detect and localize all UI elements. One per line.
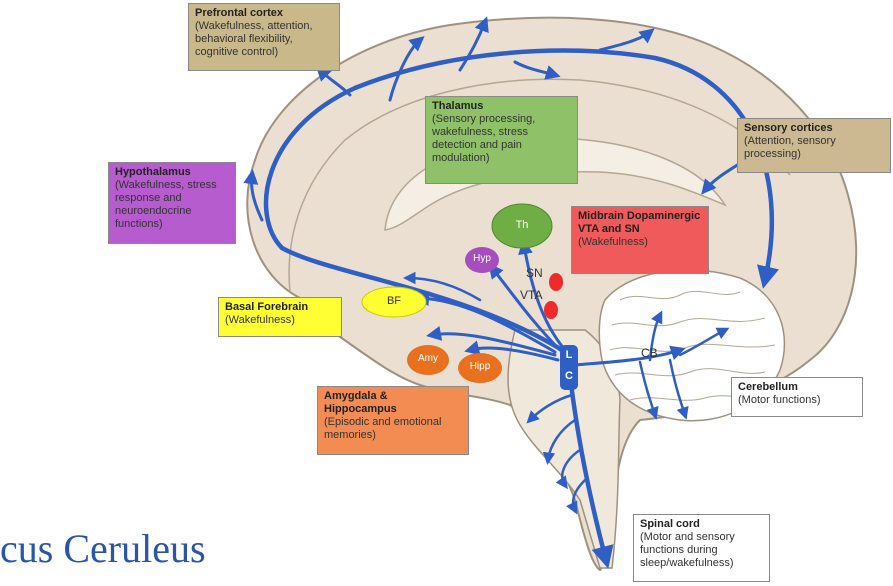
bf-label: BF <box>386 295 402 307</box>
pathway-top-branch <box>598 28 655 52</box>
brain-inner-contour <box>288 78 791 293</box>
pathway-frontal-descend <box>243 169 264 222</box>
basal-forebrain-title: Basal Forebrain <box>225 301 309 313</box>
sensory-title: Sensory cortices <box>744 122 833 134</box>
prefrontal-desc: (Wakefulness, attention, behavioral flex… <box>195 20 313 58</box>
amygdala-desc: (Episodic and emotional memories) <box>324 416 442 441</box>
lc-c-label: C <box>565 370 573 382</box>
pathway-brainstem-branch-3 <box>555 448 582 490</box>
pathway-to-hyp <box>488 263 562 352</box>
pathway-brainstem-branch-2 <box>542 418 577 465</box>
pathway-to-amy <box>426 326 557 357</box>
cerebellum-label-box: Cerebellum (Motor functions) <box>731 377 863 417</box>
hyp-node <box>465 247 499 273</box>
sn-label: SN <box>526 266 543 280</box>
spinal-cord-desc: (Motor and sensory functions during slee… <box>640 531 735 569</box>
pathway-cb-down-2 <box>668 358 689 420</box>
amygdala-title: Amygdala & Hippocampus <box>324 390 397 415</box>
pathway-frontal-branch <box>315 65 352 97</box>
amygdala-label-box: Amygdala & Hippocampus (Episodic and emo… <box>317 386 469 455</box>
sensory-desc: (Attention, sensory processing) <box>744 135 836 160</box>
lc-node <box>560 345 578 390</box>
pathway-to-thalamus <box>518 239 567 352</box>
spinal-cord-label-box: Spinal cord (Motor and sensory functions… <box>633 514 770 582</box>
pathway-to-cerebellum <box>573 345 686 367</box>
pathway-cb-down-1 <box>638 360 659 420</box>
hypothalamus-title: Hypothalamus <box>115 166 191 178</box>
hyp-label: Hyp <box>473 253 491 264</box>
cerebellum-title: Cerebellum <box>738 381 798 393</box>
spinal-cord-title: Spinal cord <box>640 518 700 530</box>
midbrain-title: Midbrain Dopaminergic VTA and SN <box>578 210 701 235</box>
caption-text: cus Ceruleus <box>0 526 206 571</box>
pathway-brainstem-branch-4 <box>566 478 587 515</box>
vta-dot <box>544 301 558 319</box>
hypothalamus-label-box: Hypothalamus (Wakefulness, stress respon… <box>108 162 236 244</box>
lc-l-label: L <box>565 349 573 361</box>
cerebellum-desc: (Motor functions) <box>738 394 821 406</box>
cb-label: CB <box>641 346 658 360</box>
pathway-prefrontal-branch <box>388 36 425 102</box>
hipp-label: Hipp <box>469 361 491 372</box>
th-node <box>491 203 553 249</box>
pathway-cb-up <box>648 310 663 362</box>
hypothalamus-desc: (Wakefulness, stress response and neuroe… <box>115 179 217 230</box>
sensory-label-box: Sensory cortices (Attention, sensory pro… <box>737 118 891 173</box>
amy-label: Amy <box>418 353 438 364</box>
pathway-to-bf <box>414 290 557 354</box>
bf-node <box>361 286 427 318</box>
pathway-main-arch <box>263 48 779 358</box>
pathway-brainstem-branch-1 <box>526 393 574 424</box>
pathway-prefrontal-branch-2 <box>458 16 489 72</box>
th-label: Th <box>515 219 529 231</box>
thalamus-title: Thalamus <box>432 100 484 112</box>
basal-forebrain-desc: (Wakefulness) <box>225 314 295 326</box>
basal-forebrain-label-box: Basal Forebrain (Wakefulness) <box>218 297 342 337</box>
vta-label: VTA <box>520 288 543 302</box>
hipp-node <box>458 353 502 383</box>
cerebellum-folia <box>609 291 776 401</box>
pathway-top-branch-2 <box>513 60 561 80</box>
thalamus-label-box: Thalamus (Sensory processing, wakefulnes… <box>425 96 578 184</box>
midbrain-label-box: Midbrain Dopaminergic VTA and SN (Wakefu… <box>571 206 709 274</box>
thalamus-desc: (Sensory processing, wakefulness, stress… <box>432 113 536 164</box>
midbrain-desc: (Wakefulness) <box>578 236 648 248</box>
sn-dot <box>549 273 563 291</box>
pathway-cb-right <box>678 327 730 357</box>
prefrontal-title: Prefrontal cortex <box>195 7 284 19</box>
pathway-to-bf-2 <box>403 271 482 302</box>
amy-node <box>407 345 449 375</box>
prefrontal-label-box: Prefrontal cortex (Wakefulness, attentio… <box>188 3 340 71</box>
pathway-to-hipp <box>464 340 560 362</box>
noradrenergic-pathways <box>243 16 779 569</box>
